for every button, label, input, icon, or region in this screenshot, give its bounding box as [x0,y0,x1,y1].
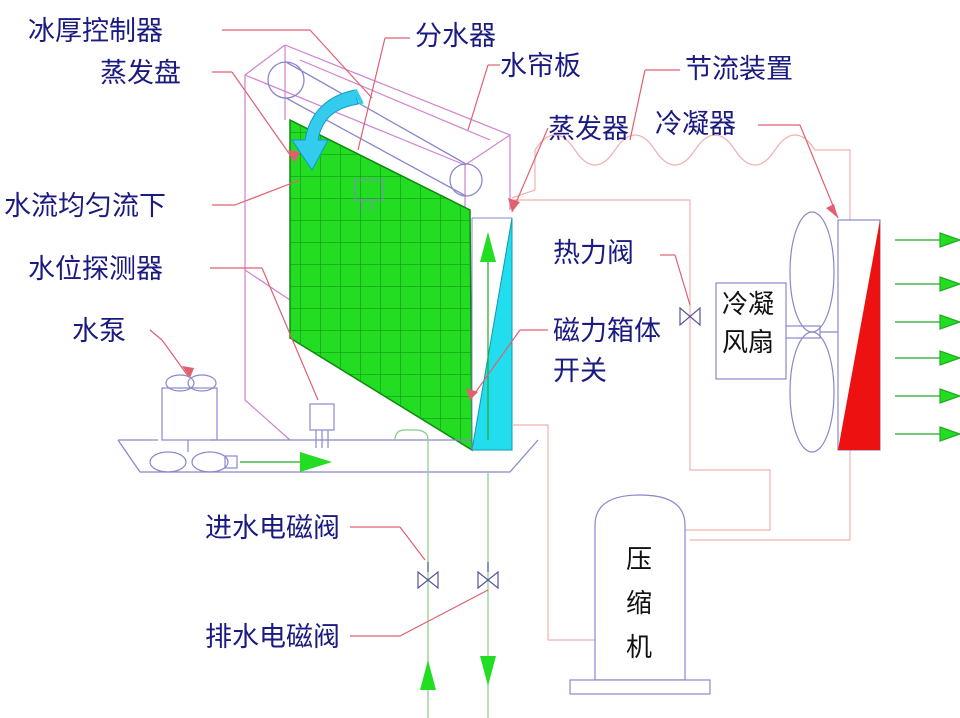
label-evaporator: 蒸发器 [548,114,629,145]
label-inlet-solenoid-valve: 进水电磁阀 [205,513,340,544]
evaporator-plate [289,118,473,452]
label-evaporator-pan: 蒸发盘 [100,58,181,89]
label-water-flows-evenly: 水流均匀流下 [4,191,166,222]
water-up-arrow [480,232,496,440]
thermal-valve-symbol [679,306,701,327]
compressor [569,494,711,695]
label-ice-thickness-controller: 冰厚控制器 [28,16,163,47]
label-water-distributor: 分水器 [415,21,496,52]
label-condenser: 冷凝器 [655,109,736,140]
ice-thickness-sensor [354,179,384,212]
evaporator-frame [244,44,511,441]
leader-arrowheads [182,150,838,400]
water-pipes [394,429,489,718]
tray-flow-arrow [240,452,332,472]
label-throttle-device: 节流装置 [685,54,793,85]
refrigerant-lines [511,134,851,641]
label-water-pump: 水泵 [72,316,126,347]
leader-lines [149,29,839,637]
water-flow-curve-arrow [291,89,359,171]
label-compressor-line3: 机 [626,633,652,663]
label-compressor-line2: 缩 [626,589,652,619]
condenser-unit [837,219,881,451]
label-drain-solenoid-valve: 排水电磁阀 [205,622,340,653]
water-inlet-arrow [420,660,436,690]
drain-arrow [480,656,496,686]
label-water-level-detector: 水位探测器 [28,254,163,285]
label-thermal-valve: 热力阀 [553,238,634,269]
label-condenser-fan-line2: 风扇 [722,328,774,358]
water-level-detector [309,403,335,448]
drain-solenoid-valve-symbol [477,562,499,590]
water-tray [117,439,539,473]
label-condenser-fan-line1: 冷凝 [722,290,774,320]
label-compressor-line1: 压 [626,545,652,575]
inlet-solenoid-valve-symbol [417,562,439,590]
label-magnetic-box-switch-line1: 磁力箱体 [553,316,661,347]
water-curtain-plate [471,217,513,451]
condenser-fan-box [715,282,787,380]
label-magnetic-box-switch-line2: 开关 [553,356,607,387]
water-pump [149,374,238,473]
air-outflow-arrows [895,232,960,442]
label-water-curtain-plate: 水帘板 [500,51,581,82]
